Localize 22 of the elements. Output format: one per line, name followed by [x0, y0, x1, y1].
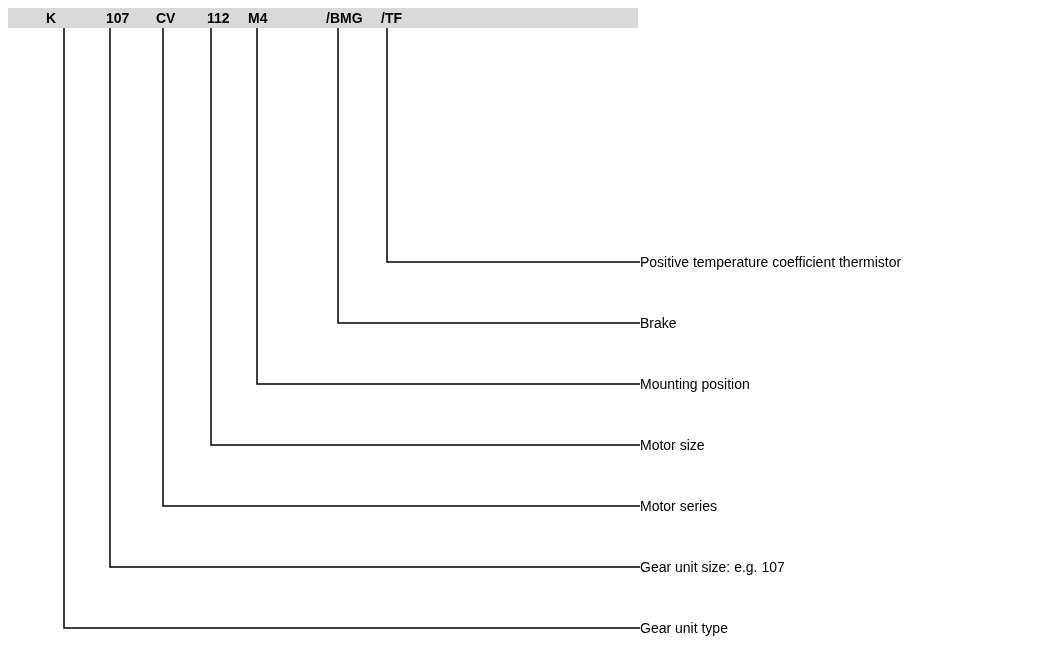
- leader-line: [162, 27, 641, 507]
- type-code: 107: [96, 8, 132, 28]
- code-description: Motor size: [640, 437, 705, 453]
- code-description: Brake: [640, 315, 677, 331]
- type-code: M4: [246, 8, 272, 28]
- code-description: Motor series: [640, 498, 718, 514]
- leader-line: [337, 27, 641, 324]
- leader-line: [386, 27, 641, 263]
- code-description: Gear unit size: e.g. 107: [640, 559, 785, 575]
- code-description: Gear unit type: [640, 620, 728, 636]
- leader-line: [210, 27, 641, 446]
- type-code: /TF: [378, 8, 406, 28]
- leader-line: [63, 27, 641, 629]
- code-description: Mounting position: [640, 376, 750, 392]
- type-code: /BMG: [326, 8, 372, 28]
- code-description: Positive temperature coefficient thermistor: [640, 254, 902, 270]
- leader-line: [109, 27, 641, 568]
- type-code: CV: [156, 8, 186, 28]
- header-band: [8, 8, 638, 28]
- leader-line: [256, 27, 641, 385]
- type-code: K: [38, 8, 78, 28]
- type-code: 112: [204, 8, 236, 28]
